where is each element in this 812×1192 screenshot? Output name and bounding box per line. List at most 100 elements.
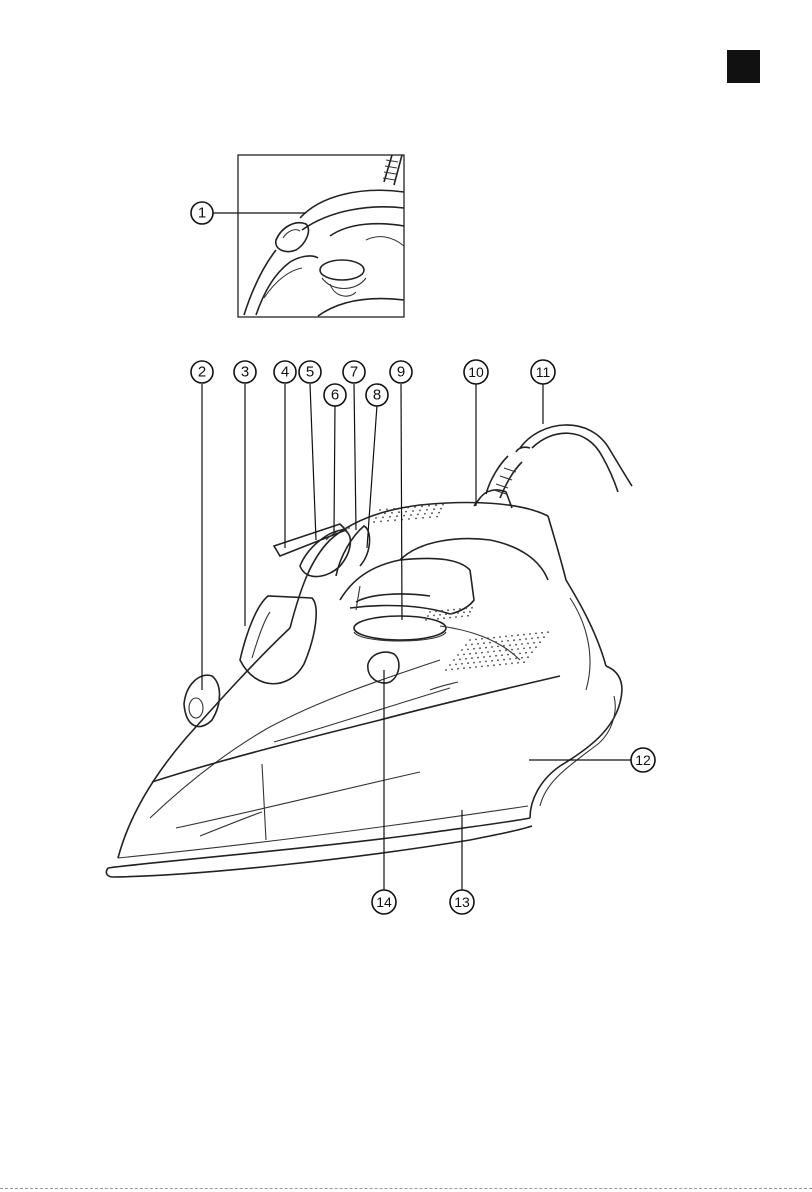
stipple-dot xyxy=(422,517,424,519)
svg-text:13: 13 xyxy=(454,894,470,910)
calc-clean-button xyxy=(368,652,399,683)
stipple-dot xyxy=(425,619,427,621)
stipple-dot xyxy=(477,643,479,645)
stipple-dot xyxy=(443,617,445,619)
stipple-dot xyxy=(479,661,481,663)
stipple-dot xyxy=(461,663,463,665)
stipple-dot xyxy=(469,667,471,669)
stipple-pattern xyxy=(373,504,549,671)
stipple-dot xyxy=(517,662,519,664)
stipple-dot xyxy=(481,666,483,668)
stipple-dot xyxy=(447,609,449,611)
callout-8: 8 xyxy=(366,384,388,406)
stipple-dot xyxy=(499,636,501,638)
stipple-dot xyxy=(503,645,505,647)
stipple-dot xyxy=(465,608,467,610)
stipple-dot xyxy=(467,615,469,617)
stipple-dot xyxy=(491,660,493,662)
stipple-dot xyxy=(535,646,537,648)
stipple-dot xyxy=(509,658,511,660)
stipple-dot xyxy=(529,647,531,649)
stipple-dot xyxy=(479,647,481,649)
stipple-dot xyxy=(441,610,443,612)
stipple-dot xyxy=(435,504,437,506)
stipple-dot xyxy=(442,504,444,506)
stipple-dot xyxy=(457,612,459,614)
stipple-dot xyxy=(543,636,545,638)
svg-text:5: 5 xyxy=(306,364,314,381)
stipple-dot xyxy=(449,664,451,666)
stipple-dot xyxy=(471,607,473,609)
stipple-dot xyxy=(439,614,441,616)
stipple-dot xyxy=(495,641,497,643)
stipple-dot xyxy=(469,611,471,613)
page-bottom-rule xyxy=(0,1188,812,1189)
stipple-dot xyxy=(433,508,435,510)
stipple-dot xyxy=(373,521,375,523)
stipple-dot xyxy=(429,611,431,613)
stipple-dot xyxy=(379,509,381,511)
stipple-dot xyxy=(455,664,457,666)
stipple-dot xyxy=(412,510,414,512)
svg-text:14: 14 xyxy=(376,894,392,910)
stipple-dot xyxy=(451,669,453,671)
stipple-dot xyxy=(487,637,489,639)
callout-2: 2 xyxy=(191,361,213,383)
stipple-dot xyxy=(491,646,493,648)
stipple-dot xyxy=(519,639,521,641)
stipple-dot xyxy=(497,659,499,661)
stipple-dot xyxy=(471,644,473,646)
stipple-dot xyxy=(389,516,391,518)
stipple-dot xyxy=(527,656,529,658)
spray-button xyxy=(300,530,350,577)
stipple-dot xyxy=(475,666,477,668)
callout-12: 12 xyxy=(631,748,655,772)
svg-text:7: 7 xyxy=(350,364,358,381)
stipple-dot xyxy=(523,648,525,650)
svg-text:9: 9 xyxy=(397,364,405,381)
stipple-dot xyxy=(507,640,509,642)
callout-10: 10 xyxy=(464,360,488,384)
stipple-dot xyxy=(475,639,477,641)
stipple-dot xyxy=(473,648,475,650)
stipple-dot xyxy=(483,642,485,644)
stipple-dot xyxy=(387,520,389,522)
stipple-dot xyxy=(507,654,509,656)
stipple-dot xyxy=(419,510,421,512)
callout-13: 13 xyxy=(450,890,474,914)
stipple-dot xyxy=(421,506,423,508)
stipple-dot xyxy=(394,519,396,521)
stipple-dot xyxy=(511,649,513,651)
stipple-dot xyxy=(493,651,495,653)
stipple-dot xyxy=(414,506,416,508)
stipple-dot xyxy=(533,642,535,644)
stipple-dot xyxy=(433,615,435,617)
stipple-dot xyxy=(525,652,527,654)
stipple-dot xyxy=(499,664,501,666)
stipple-dot xyxy=(517,634,519,636)
inset-detail xyxy=(238,155,404,317)
stipple-dot xyxy=(437,618,439,620)
svg-text:3: 3 xyxy=(241,364,249,381)
stipple-dot xyxy=(384,513,386,515)
stipple-dot xyxy=(440,508,442,510)
stipple-dot xyxy=(467,662,469,664)
stipple-dot xyxy=(485,661,487,663)
callout-7: 7 xyxy=(343,361,365,383)
stipple-dot xyxy=(523,661,525,663)
stipple-dot xyxy=(473,662,475,664)
callout-5: 5 xyxy=(299,361,321,383)
stipple-dot xyxy=(513,639,515,641)
stipple-dot xyxy=(493,664,495,666)
stipple-dot xyxy=(471,657,473,659)
stipple-dot xyxy=(407,507,409,509)
callout-4: 4 xyxy=(274,361,296,383)
stipple-dot xyxy=(505,649,507,651)
svg-text:2: 2 xyxy=(198,364,206,381)
svg-text:10: 10 xyxy=(468,364,484,380)
callout-9: 9 xyxy=(390,361,412,383)
stipple-dot xyxy=(461,616,463,618)
stipple-dot xyxy=(375,517,377,519)
stipple-dot xyxy=(436,516,438,518)
stipple-dot xyxy=(445,669,447,671)
